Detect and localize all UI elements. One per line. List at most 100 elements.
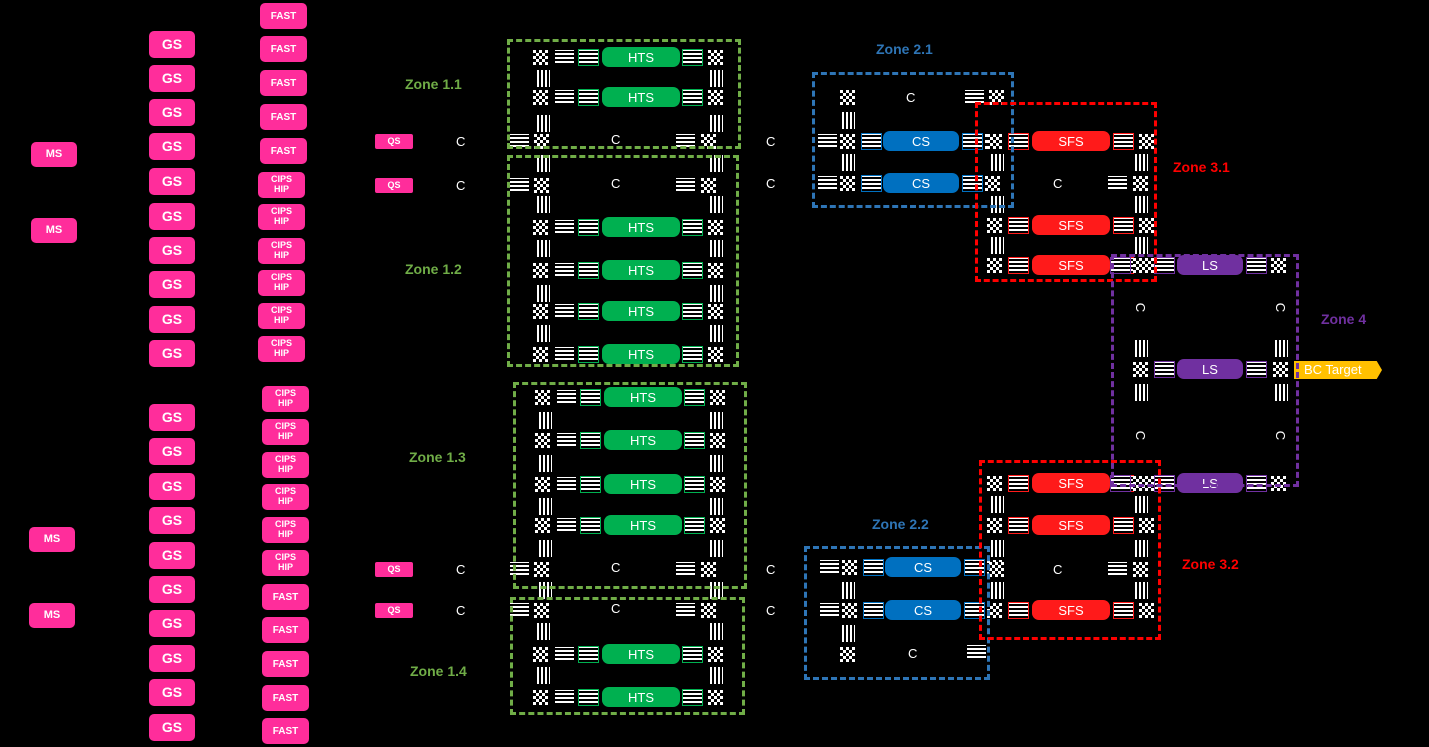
vertical-conveyor-icon bbox=[708, 623, 723, 640]
checker-junction-icon bbox=[1133, 362, 1148, 377]
connector-label: C bbox=[456, 134, 466, 149]
vertical-conveyor-icon bbox=[840, 112, 855, 129]
fast-station: FAST bbox=[262, 584, 309, 610]
fast-station: FAST bbox=[260, 36, 307, 62]
checker-junction-icon bbox=[701, 178, 716, 193]
connector-label: C bbox=[456, 562, 466, 577]
zone-label: Zone 3.2 bbox=[1182, 556, 1239, 572]
checker-junction-icon bbox=[533, 90, 548, 105]
connector-label: C bbox=[611, 601, 621, 616]
hts-unit: HTS bbox=[602, 47, 680, 67]
vertical-conveyor-icon bbox=[535, 155, 550, 172]
checker-junction-icon bbox=[533, 647, 548, 662]
horizontal-conveyor-icon bbox=[555, 50, 574, 65]
vertical-conveyor-icon bbox=[708, 498, 723, 515]
horizontal-conveyor-icon bbox=[967, 645, 986, 660]
horizontal-conveyor-icon bbox=[685, 477, 704, 492]
zone-boundary bbox=[510, 597, 745, 715]
checker-junction-icon bbox=[842, 603, 857, 618]
zone-label: Zone 3.1 bbox=[1173, 159, 1230, 175]
horizontal-conveyor-icon bbox=[555, 263, 574, 278]
hts-unit: HTS bbox=[602, 344, 680, 364]
zone-boundary bbox=[507, 155, 739, 367]
checker-junction-icon bbox=[701, 603, 716, 618]
checker-junction-icon bbox=[533, 50, 548, 65]
cs-unit: CS bbox=[883, 173, 959, 193]
checker-junction-icon bbox=[1271, 476, 1286, 491]
horizontal-conveyor-icon bbox=[683, 690, 702, 705]
gs-station: GS bbox=[149, 99, 195, 126]
horizontal-conveyor-icon bbox=[579, 263, 598, 278]
checker-junction-icon bbox=[1271, 258, 1286, 273]
horizontal-conveyor-icon bbox=[818, 176, 837, 191]
horizontal-conveyor-icon bbox=[1114, 518, 1133, 533]
checker-junction-icon bbox=[535, 477, 550, 492]
horizontal-conveyor-icon bbox=[683, 347, 702, 362]
sfs-unit: SFS bbox=[1032, 473, 1110, 493]
vertical-conveyor-icon bbox=[708, 240, 723, 257]
horizontal-conveyor-icon bbox=[864, 603, 883, 618]
zone-label: Zone 1.3 bbox=[409, 449, 466, 465]
qs-station: QS bbox=[375, 134, 413, 149]
checker-junction-icon bbox=[1133, 176, 1148, 191]
checker-junction-icon bbox=[840, 134, 855, 149]
qs-station: QS bbox=[375, 178, 413, 193]
checker-junction-icon bbox=[842, 560, 857, 575]
vertical-conveyor-icon bbox=[537, 412, 552, 429]
checker-junction-icon bbox=[533, 304, 548, 319]
horizontal-conveyor-icon bbox=[862, 176, 881, 191]
sfs-unit: SFS bbox=[1032, 215, 1110, 235]
checker-junction-icon bbox=[1273, 362, 1288, 377]
gs-station: GS bbox=[149, 473, 195, 500]
hts-unit: HTS bbox=[602, 217, 680, 237]
horizontal-conveyor-icon bbox=[1114, 603, 1133, 618]
vertical-conveyor-icon bbox=[840, 154, 855, 171]
vertical-conveyor-icon bbox=[1133, 196, 1148, 213]
vertical-conveyor-icon bbox=[708, 325, 723, 342]
vertical-conveyor-icon bbox=[535, 285, 550, 302]
horizontal-conveyor-icon bbox=[557, 477, 576, 492]
connector-label: C bbox=[766, 134, 776, 149]
horizontal-conveyor-icon bbox=[676, 178, 695, 193]
horizontal-conveyor-icon bbox=[555, 220, 574, 235]
zone-label: Zone 1.4 bbox=[410, 663, 467, 679]
connector-label: C bbox=[611, 132, 621, 147]
fast-station: FAST bbox=[262, 617, 309, 643]
horizontal-conveyor-icon bbox=[1247, 258, 1266, 273]
checker-junction-icon bbox=[534, 603, 549, 618]
gs-station: GS bbox=[149, 645, 195, 672]
zone-label: Zone 2.1 bbox=[876, 41, 933, 57]
zone-boundary bbox=[1111, 254, 1299, 487]
checker-junction-icon bbox=[987, 518, 1002, 533]
vertical-conveyor-icon bbox=[1133, 582, 1148, 599]
checker-junction-icon bbox=[1133, 476, 1148, 491]
checker-junction-icon bbox=[987, 134, 1002, 149]
vertical-conveyor-icon bbox=[989, 196, 1004, 213]
hts-unit: HTS bbox=[604, 387, 682, 407]
vertical-conveyor-icon bbox=[535, 70, 550, 87]
horizontal-conveyor-icon bbox=[579, 347, 598, 362]
horizontal-conveyor-icon bbox=[557, 518, 576, 533]
gs-station: GS bbox=[149, 714, 195, 741]
fast-station: FAST bbox=[262, 718, 309, 744]
hts-unit: HTS bbox=[602, 687, 680, 707]
horizontal-conveyor-icon bbox=[1247, 362, 1266, 377]
connector-label: C bbox=[766, 562, 776, 577]
gs-station: GS bbox=[149, 237, 195, 264]
ls-unit: LS bbox=[1177, 255, 1243, 275]
checker-junction-icon bbox=[708, 347, 723, 362]
horizontal-conveyor-icon bbox=[581, 518, 600, 533]
fast-station: FAST bbox=[260, 3, 307, 29]
vertical-conveyor-icon bbox=[708, 155, 723, 172]
checker-junction-icon bbox=[1133, 562, 1148, 577]
checker-junction-icon bbox=[989, 90, 1004, 105]
zone-boundary bbox=[812, 72, 1014, 208]
checker-junction-icon bbox=[535, 433, 550, 448]
vertical-conveyor-icon bbox=[708, 285, 723, 302]
